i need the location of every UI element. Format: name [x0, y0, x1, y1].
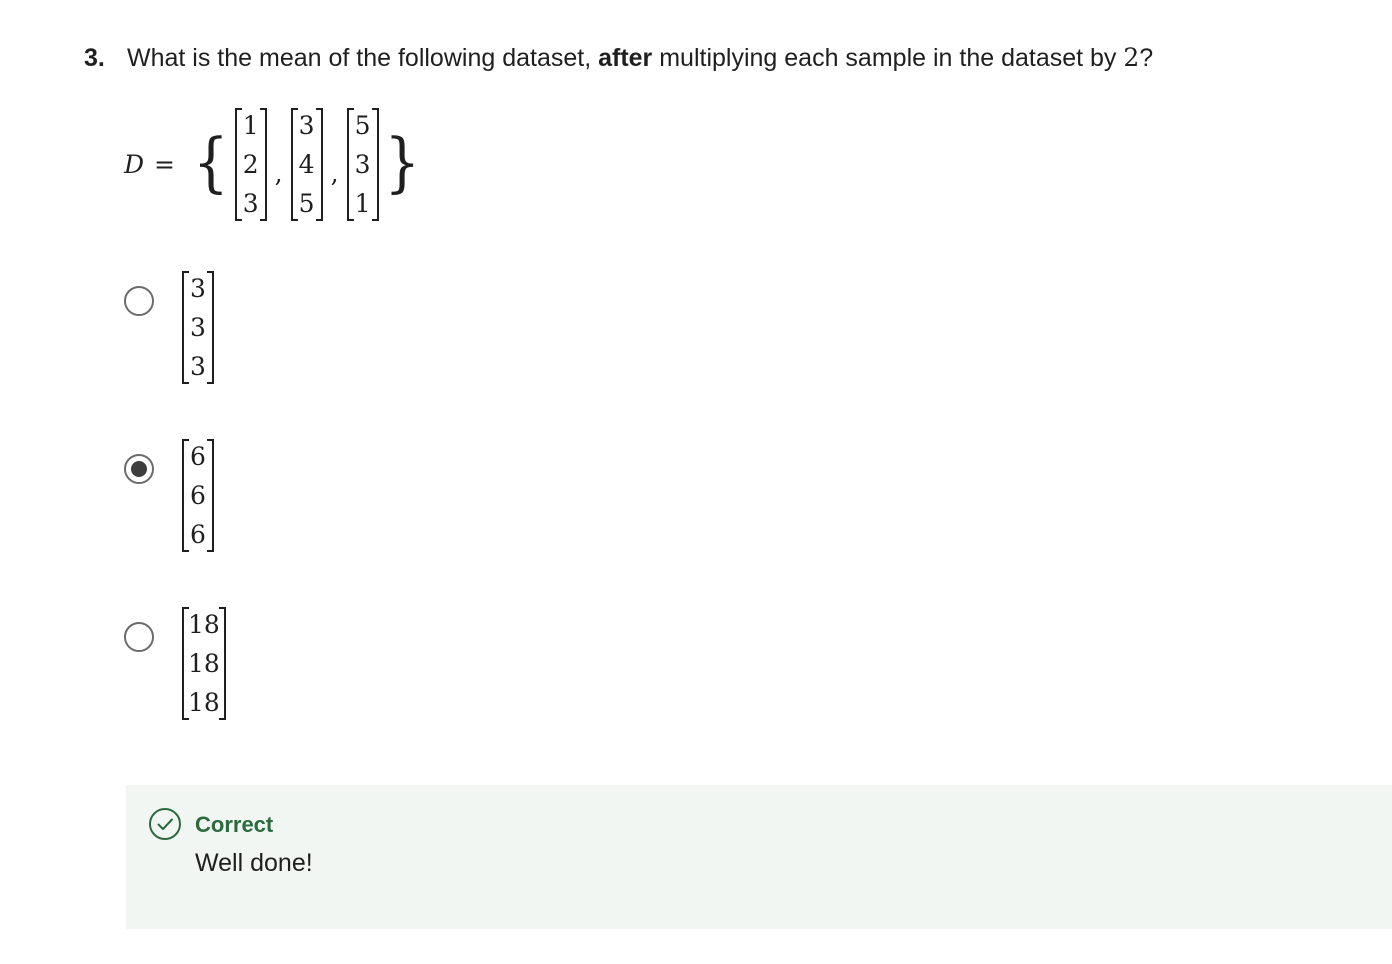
question-factor: 2: [1123, 43, 1140, 72]
radio-button-selected[interactable]: [124, 454, 154, 484]
dataset-vector-1: 1 2 3: [234, 106, 267, 223]
radio-button[interactable]: [124, 286, 154, 316]
feedback-message: Well done!: [195, 849, 313, 877]
vector-cell: 3: [298, 110, 315, 140]
dataset-equals: =: [154, 149, 175, 179]
dataset-definition: D = { 1 2 3 , 3 4 5 , 5 3 1 }: [124, 104, 426, 224]
question-mark: ?: [1139, 44, 1154, 72]
question-text-emphasis: after: [598, 44, 653, 72]
vector-cell: 3: [242, 188, 259, 218]
dataset-vector-2: 3 4 5: [290, 106, 323, 223]
dataset-separator: ,: [330, 158, 339, 188]
vector-cell: 18: [188, 610, 220, 639]
question-text-before: What is the mean of the following datase…: [127, 44, 599, 72]
dataset-vector-3: 5 3 1: [346, 106, 379, 223]
vector-cell: 5: [354, 110, 371, 140]
dataset-separator: ,: [274, 158, 283, 188]
vector-cell: 3: [190, 352, 206, 381]
vector-cell: 18: [188, 688, 220, 717]
answer-option-1[interactable]: 3 3 3: [124, 271, 214, 386]
feedback-title: Correct: [195, 812, 274, 837]
answer-option-2[interactable]: 6 6 6: [124, 439, 214, 554]
check-circle-icon: [149, 808, 181, 840]
vector-cell: 5: [298, 188, 315, 218]
vector-cell: 1: [354, 188, 371, 218]
feedback-panel: Correct Well done!: [126, 785, 1392, 929]
vector-cell: 3: [190, 313, 206, 342]
vector-cell: 4: [298, 149, 315, 179]
vector-cell: 3: [354, 149, 371, 179]
dataset-open-brace: {: [193, 126, 229, 201]
vector-cell: 6: [190, 520, 206, 549]
dataset-symbol: D: [124, 149, 145, 179]
vector-cell: 6: [190, 481, 206, 510]
question-text: What is the mean of the following datase…: [127, 42, 1153, 74]
vector-cell: 3: [190, 274, 206, 303]
radio-button[interactable]: [124, 622, 154, 652]
answer-option-3[interactable]: 18 18 18: [124, 607, 226, 722]
question-text-after: multiplying each sample in the dataset b…: [652, 44, 1124, 72]
vector-cell: 1: [242, 110, 259, 140]
vector-cell: 18: [188, 649, 220, 678]
vector-cell: 2: [242, 149, 259, 179]
option-vector: 18 18 18: [182, 605, 226, 722]
option-vector: 3 3 3: [182, 269, 214, 386]
vector-cell: 6: [190, 442, 206, 471]
question-number: 3.: [84, 44, 105, 72]
dataset-close-brace: }: [384, 126, 421, 201]
option-vector: 6 6 6: [182, 437, 214, 554]
